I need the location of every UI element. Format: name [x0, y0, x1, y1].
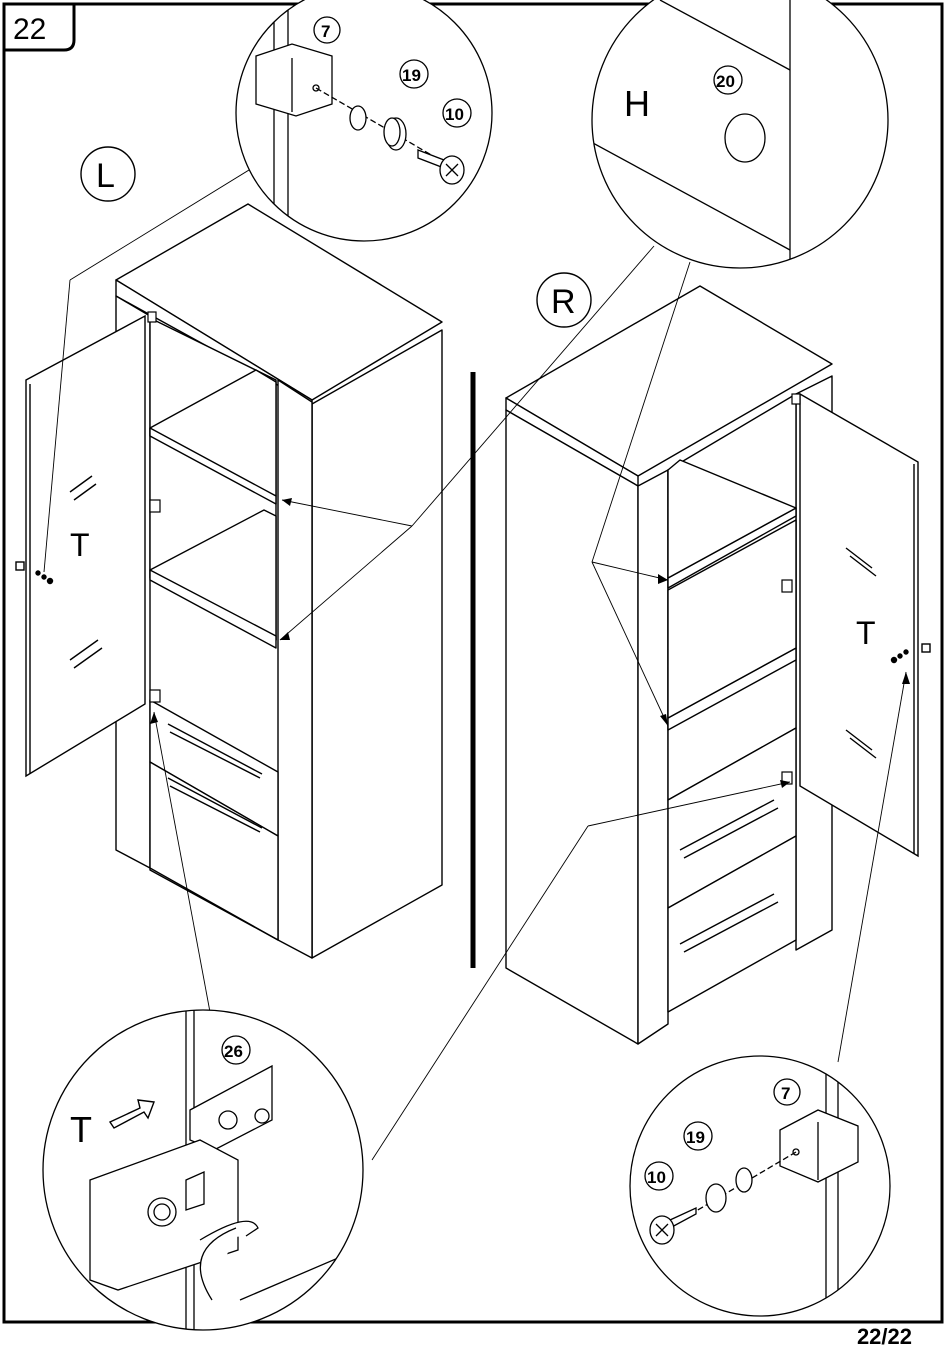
svg-text:L: L	[96, 157, 115, 195]
variant-badge-right: R	[537, 273, 591, 327]
svg-text:R: R	[551, 283, 576, 321]
svg-text:26: 26	[224, 1042, 243, 1061]
part-callout-7-bottom: 7	[774, 1079, 800, 1105]
detail-top-right: H 20	[580, 0, 888, 270]
step-badge: 22	[4, 4, 74, 50]
svg-text:19: 19	[686, 1128, 705, 1147]
variant-badge-left: L	[81, 147, 135, 201]
part-callout-19-top: 19	[400, 60, 428, 88]
cabinet-right	[506, 286, 832, 1044]
svg-text:20: 20	[716, 72, 735, 91]
step-number: 22	[13, 13, 46, 46]
hole-label: H	[624, 83, 650, 124]
part-callout-7-top: 7	[314, 17, 340, 43]
svg-text:19: 19	[402, 66, 421, 85]
svg-text:10: 10	[647, 1168, 666, 1187]
door-label-left: T	[70, 527, 90, 563]
svg-text:10: 10	[445, 105, 464, 124]
detail-bottom-right: 7 19 10	[630, 1056, 890, 1320]
svg-text:7: 7	[781, 1084, 790, 1103]
part-callout-26: 26	[222, 1036, 250, 1064]
part-callout-19-bottom: 19	[684, 1122, 712, 1150]
door-label-detail: T	[70, 1109, 92, 1150]
page-indicator: 22/22	[857, 1324, 912, 1350]
part-callout-10-top: 10	[443, 99, 471, 127]
part-callout-10-bottom: 10	[645, 1162, 673, 1190]
door-label-right: T	[856, 615, 876, 651]
cabinet-left	[116, 204, 442, 958]
detail-bottom-left: T 26	[43, 1000, 380, 1340]
part-callout-20: 20	[714, 66, 742, 94]
svg-text:7: 7	[321, 22, 330, 41]
